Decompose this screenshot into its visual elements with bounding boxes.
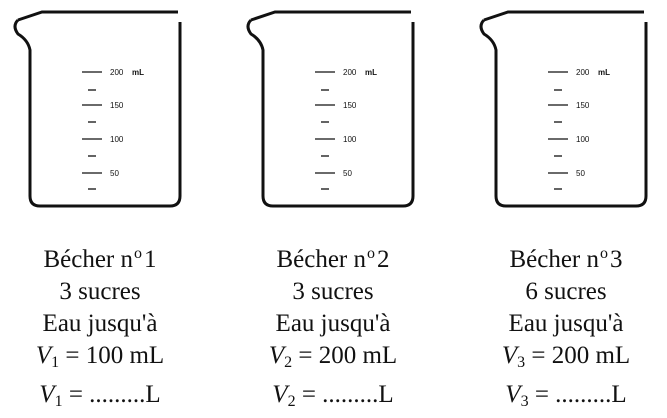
beaker-column-2: 200 mL 150 100 50 Bécher no2 3 sucres Ea… (233, 0, 433, 412)
scale-label-100: 100 (343, 135, 357, 144)
sugar-count: 3 sucres (59, 278, 141, 305)
scale-label-100: 100 (576, 135, 590, 144)
beaker-column-3: 200 mL 150 100 50 Bécher no3 6 sucres Ea… (466, 0, 666, 412)
beaker-title: Bécher no3 (509, 245, 623, 273)
water-label: Eau jusqu'à (42, 310, 158, 337)
volume-liters-blank: V3 = .........L (505, 381, 627, 410)
scale-label-150: 150 (343, 101, 357, 110)
sugar-count: 6 sucres (525, 278, 607, 305)
volume-liters-blank: V1 = .........L (39, 381, 161, 410)
scale-label-200: 200 (110, 68, 124, 77)
scale-unit: mL (132, 68, 144, 77)
scale-label-150: 150 (110, 101, 124, 110)
scale-label-50: 50 (110, 169, 119, 178)
sugar-count: 3 sucres (292, 278, 374, 305)
beaker-title: Bécher no2 (276, 245, 390, 273)
scale-unit: mL (365, 68, 377, 77)
beaker-2-caption: Bécher no2 3 sucres Eau jusqu'à V2 = 200… (233, 238, 433, 418)
beaker-title: Bécher no1 (43, 245, 157, 273)
scale-label-200: 200 (343, 68, 357, 77)
scale-label-100: 100 (110, 135, 124, 144)
water-label: Eau jusqu'à (275, 310, 391, 337)
water-label: Eau jusqu'à (508, 310, 624, 337)
volume-liters-blank: V2 = .........L (272, 381, 394, 410)
volume-ml: V2 = 200 mL (268, 342, 398, 371)
scale-label-200: 200 (576, 68, 590, 77)
scale-label-50: 50 (343, 169, 352, 178)
volume-ml: V1 = 100 mL (35, 342, 165, 371)
beaker-1-caption: Bécher no1 3 sucres Eau jusqu'à V1 = 100… (0, 238, 200, 418)
beaker-3-drawing: 200 mL 150 100 50 (479, 10, 648, 208)
beaker-2-drawing: 200 mL 150 100 50 (246, 10, 415, 208)
volume-ml: V3 = 200 mL (501, 342, 631, 371)
scale-label-50: 50 (576, 169, 585, 178)
scale-label-150: 150 (576, 101, 590, 110)
beaker-3-caption: Bécher no3 6 sucres Eau jusqu'à V3 = 200… (466, 238, 666, 418)
beaker-column-1: 200 mL 150 100 50 Bécher no1 3 sucres Ea… (0, 0, 200, 412)
beaker-1-drawing: 200 mL 150 100 50 (13, 10, 182, 208)
scale-unit: mL (598, 68, 610, 77)
